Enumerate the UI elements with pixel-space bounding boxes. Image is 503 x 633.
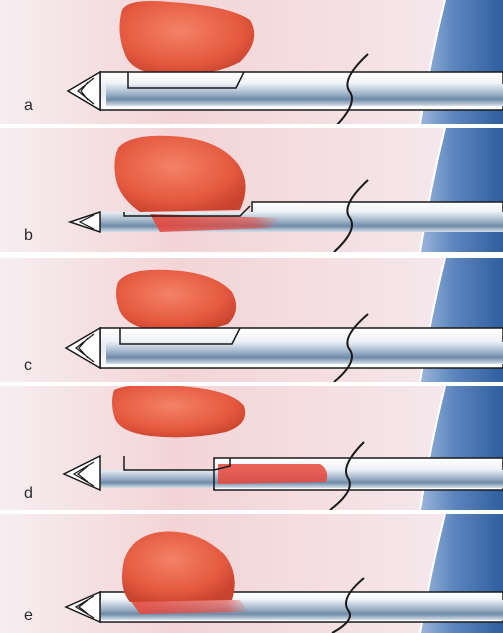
panel-label: c bbox=[24, 357, 32, 374]
panel-c: c bbox=[0, 258, 503, 382]
panel-divider bbox=[0, 510, 503, 514]
panel-divider bbox=[0, 124, 503, 128]
panel-label: e bbox=[24, 607, 33, 624]
panel-label: d bbox=[24, 485, 33, 502]
panel-label: a bbox=[24, 97, 33, 114]
panel-divider bbox=[0, 382, 503, 386]
panel-b: b bbox=[0, 128, 503, 252]
panel-label: b bbox=[24, 227, 33, 244]
panel-e: e bbox=[0, 514, 503, 633]
inner-stylet bbox=[106, 342, 503, 364]
cut-specimen bbox=[218, 464, 327, 484]
panel-d: d bbox=[0, 385, 503, 510]
panel-a: a bbox=[0, 0, 503, 128]
blood-smear bbox=[130, 600, 250, 614]
panel-divider bbox=[0, 252, 503, 258]
